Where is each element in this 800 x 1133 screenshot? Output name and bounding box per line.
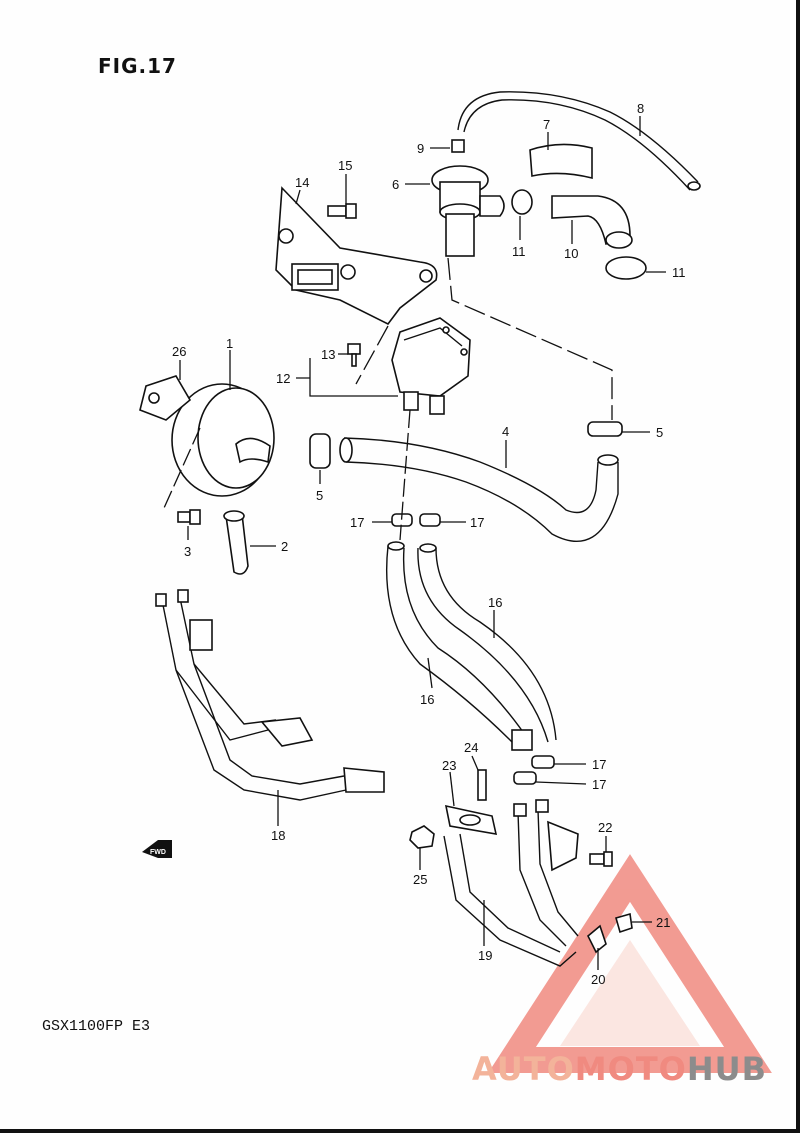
clip-9-icon	[451, 139, 465, 153]
label-3: 3	[184, 544, 191, 559]
pipe-19-icon	[443, 799, 579, 967]
label-12: 12	[276, 371, 290, 386]
hose-10-icon	[551, 195, 633, 249]
air-cleaner-1-icon	[171, 383, 275, 497]
fwd-arrow-icon: FWD	[142, 840, 172, 858]
leader-lines	[179, 116, 666, 970]
screw-13-icon	[347, 343, 361, 367]
label-17c: 17	[592, 757, 606, 772]
bolt-3-icon	[177, 509, 201, 525]
label-4: 4	[502, 424, 509, 439]
label-26: 26	[172, 344, 186, 359]
label-17a: 17	[350, 515, 364, 530]
label-5b: 5	[656, 425, 663, 440]
nut-25-icon	[409, 825, 435, 849]
label-20: 20	[591, 972, 605, 987]
label-17d: 17	[592, 777, 606, 792]
clamp-17c-icon	[531, 755, 555, 769]
clamp-5a-icon	[309, 433, 331, 469]
label-25: 25	[413, 872, 427, 887]
watermark-hub: HUB	[686, 1050, 768, 1088]
hose-8-icon	[457, 91, 701, 191]
model-code: GSX1100FP E3	[42, 1018, 151, 1035]
label-9: 9	[417, 141, 424, 156]
hose-4-icon	[339, 437, 619, 543]
pipe-18-icon	[155, 589, 385, 801]
clamp-11a-icon	[511, 189, 533, 215]
bolt-22-icon	[589, 851, 613, 867]
label-19: 19	[478, 948, 492, 963]
label-24: 24	[464, 740, 478, 755]
label-1: 1	[226, 336, 233, 351]
bracket-14-icon	[275, 186, 438, 326]
clamp-11b-icon	[605, 256, 647, 280]
stud-24-icon	[477, 769, 487, 801]
label-16b: 16	[420, 692, 434, 707]
watermark-moto: MOTO	[574, 1050, 687, 1088]
label-18: 18	[271, 828, 285, 843]
part-labels: 1 2 3 4 5 5 6 7 8 9 10 11 11 12 13 14 15…	[172, 101, 686, 987]
label-5a: 5	[316, 488, 323, 503]
bolt-15-icon	[327, 203, 357, 219]
bracket-26-icon	[139, 375, 192, 421]
clamp-17b-icon	[419, 513, 441, 527]
assembly-lines	[163, 257, 613, 541]
label-15: 15	[338, 158, 352, 173]
hose-16-icon	[385, 541, 557, 751]
label-10: 10	[564, 246, 578, 261]
hose-2-icon	[223, 510, 249, 575]
clamp-17d-icon	[513, 771, 537, 785]
label-11b: 11	[672, 265, 686, 280]
figure-title: FIG.17	[98, 54, 177, 78]
label-23: 23	[442, 758, 456, 773]
page-border-right	[796, 0, 800, 1133]
label-22: 22	[598, 820, 612, 835]
label-7: 7	[543, 117, 550, 132]
valve-6-icon	[431, 165, 505, 257]
label-17b: 17	[470, 515, 484, 530]
label-8: 8	[637, 101, 644, 116]
label-2: 2	[281, 539, 288, 554]
watermark-auto: AUTO	[472, 1050, 575, 1088]
page-border-bottom	[0, 1129, 800, 1133]
label-14: 14	[295, 175, 309, 190]
watermark-logo-icon	[488, 854, 772, 1073]
label-21: 21	[656, 915, 670, 930]
clamp-5b-icon	[587, 421, 623, 437]
label-6: 6	[392, 177, 399, 192]
label-11a: 11	[512, 244, 526, 259]
label-16a: 16	[488, 595, 502, 610]
clamp-7-icon	[529, 143, 593, 180]
watermark-text: AUTOMOTOHUB	[472, 1050, 767, 1088]
reed-valve-12-icon	[391, 317, 471, 415]
clip-21-icon	[615, 912, 633, 934]
fwd-label: FWD	[150, 849, 166, 856]
label-13: 13	[321, 347, 335, 362]
clip-20-icon	[587, 924, 607, 954]
gasket-23-icon	[444, 804, 498, 835]
